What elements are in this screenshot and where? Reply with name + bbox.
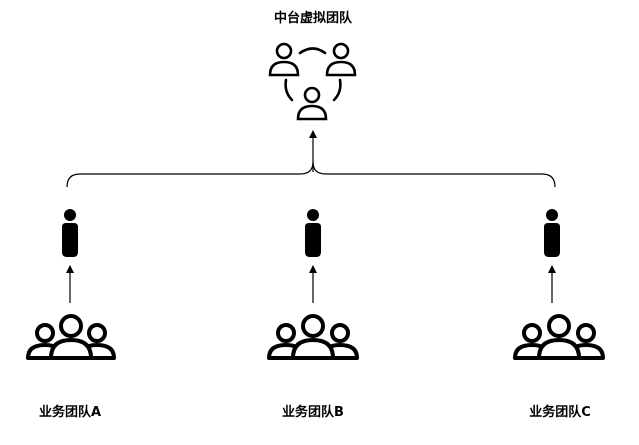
team-bracket [66,161,556,188]
team-c-group-icon [513,314,605,360]
team-a-group-icon [26,314,116,360]
team-b-label: 业务团队B [282,404,344,420]
team-c-lead-person-icon [544,209,560,257]
team-c-label: 业务团队C [529,404,591,420]
team-a-lead-person-icon [62,209,78,257]
center-team-label: 中台虚拟团队 [274,10,353,26]
team-b-lead-person-icon [305,209,321,257]
team-b-group-icon [267,314,359,360]
team-a-label: 业务团队A [39,404,101,420]
virtual-team-icon [268,42,357,121]
